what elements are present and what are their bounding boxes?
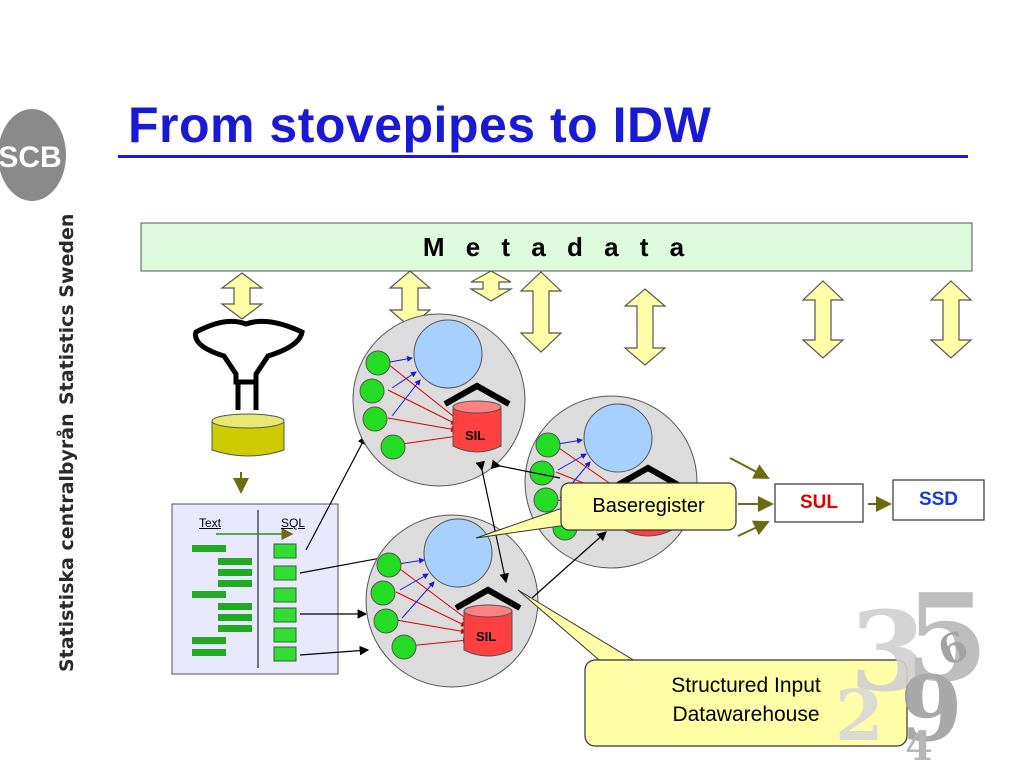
double-arrow [519,271,563,353]
metadata-arrows [220,270,973,366]
ssd-box [892,479,985,521]
idw-callout-line2: Datawarehouse [672,703,820,726]
sql-column-label: SQL [281,516,306,530]
sil-label-3: SIL [476,629,497,644]
connector-arrow [299,645,370,656]
idw-callout-pointer [517,589,642,667]
watermark-numbers: 3 5 6 9 4 2 [835,568,989,768]
ssd-label: SSD [918,489,959,510]
connector-arrow [305,434,367,551]
double-arrow [929,280,973,359]
database-cylinder-yellow [211,413,285,457]
baseregister-callout [560,482,737,531]
sul-box [774,483,864,523]
connector-arrow [490,459,561,479]
text-bars [192,545,252,656]
title-underline [118,155,968,158]
text-sql-panel [171,503,339,675]
metadata-bar [140,222,973,272]
cluster-3 [365,514,539,688]
metadata-label: M e t a d a t a [422,232,692,262]
idw-callout-line1: Structured Input [671,674,821,697]
sul-label: SUL [800,492,838,513]
scb-logo: SCB [0,109,66,201]
text-column-label: Text [199,516,222,530]
sil-cylinder [443,382,511,453]
page-title: From stovepipes to IDW [128,97,712,153]
svg-text:4: 4 [905,723,933,768]
double-arrow [623,288,667,366]
double-arrow [220,272,264,320]
svg-text:3: 3 [850,587,927,716]
svg-text:2: 2 [835,674,884,757]
svg-text:9: 9 [900,656,963,762]
scb-logo-text: SCB [0,141,62,174]
cluster-2 [524,395,698,569]
idw-callout [584,659,908,747]
baseregister-label: Baseregister [592,495,705,517]
double-arrow-line [475,460,509,584]
double-arrow [468,270,514,302]
funnel-icon [193,318,305,410]
sil-cylinder [454,586,522,657]
double-arrow [801,280,845,359]
sil-label-1: SIL [465,428,486,443]
cluster-1 [352,313,526,487]
svg-text:5: 5 [905,568,989,709]
sql-boxes [273,543,297,662]
connector-arrow [531,531,607,599]
